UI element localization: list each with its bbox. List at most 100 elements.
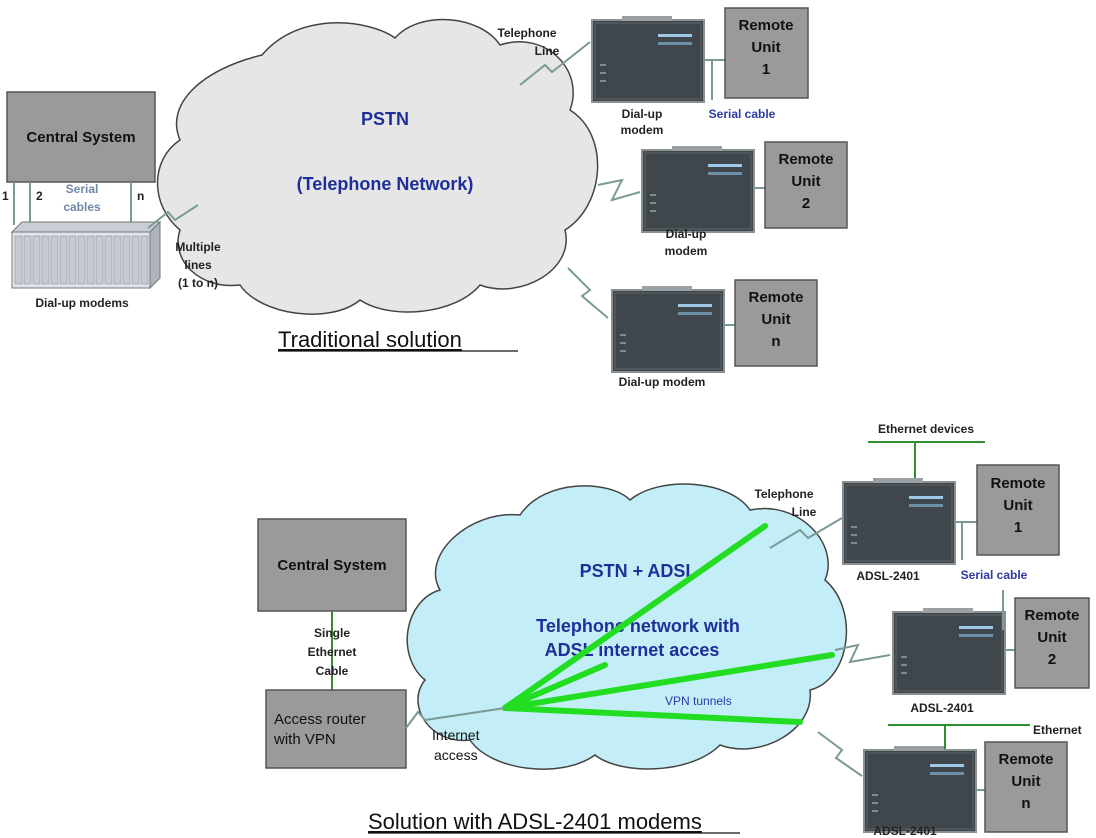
adsl-3-line xyxy=(817,731,863,777)
central-system-box-bottom xyxy=(257,518,407,612)
adsl-modem-1-label: ADSL-2401 xyxy=(856,569,920,583)
telephone-line-top xyxy=(519,41,591,86)
rack-slot xyxy=(32,235,41,285)
vpn-tunnels-label: VPN tunnels xyxy=(665,694,732,708)
remote-unit-n-top-l2: Unit xyxy=(761,311,790,328)
traditional-caption: Traditional solution xyxy=(278,327,462,352)
remote-unit-2-box-bottom xyxy=(1014,597,1090,689)
remote-unit-2-bottom-l1: Remote xyxy=(1024,607,1079,624)
rack-slot xyxy=(122,235,131,285)
serial-cable-label-top: Serial cable xyxy=(709,107,776,121)
remote-unit-2-top-l3: 2 xyxy=(802,195,810,212)
remote-unit-2-bottom-l2: Unit xyxy=(1037,629,1066,646)
central-system-label-top: Central System xyxy=(26,129,135,146)
single-ethernet-3: Cable xyxy=(316,664,349,678)
central-system-label-bottom: Central System xyxy=(277,557,386,574)
remote-unit-1-box-bottom xyxy=(976,464,1060,556)
modem-2-line xyxy=(597,178,641,202)
rack-slot xyxy=(59,235,68,285)
single-ethernet-2: Ethernet xyxy=(308,645,357,659)
pstn-title: PSTN xyxy=(361,109,409,129)
rack-slot xyxy=(140,235,149,285)
remote-unit-n-top-l3: n xyxy=(771,333,780,350)
rack-slot xyxy=(41,235,50,285)
adsl-modem-2 xyxy=(892,607,1006,695)
telephone-label-top-1: Telephone xyxy=(497,26,556,40)
multiple-lines-link xyxy=(147,204,199,229)
remote-unit-n-box-top xyxy=(734,279,818,367)
dialup-modem-2 xyxy=(641,145,755,233)
adsl-cloud-line1: Telephone network with xyxy=(536,616,740,636)
dialup-modem-3-label: Dial-up modem xyxy=(619,375,706,389)
central-system-box-top xyxy=(6,91,156,183)
internet-access-1: Internet xyxy=(432,727,480,743)
dialup-modem-2-label-1: Dial-up xyxy=(666,227,707,241)
remote-unit-n-bottom-l3: n xyxy=(1021,795,1030,812)
adsl-cloud-title: PSTN + ADSL xyxy=(580,561,697,581)
remote-unit-n-bottom-l2: Unit xyxy=(1011,773,1040,790)
adsl-modem-3 xyxy=(863,745,977,833)
rack-slot xyxy=(104,235,113,285)
remote-unit-2-top-l2: Unit xyxy=(791,173,820,190)
ethernet-label: Ethernet xyxy=(1033,723,1082,737)
rack-slot xyxy=(131,235,140,285)
dialup-modem-1-label-2: modem xyxy=(621,123,664,137)
internet-access-2: access xyxy=(434,747,478,763)
remote-unit-1-bottom-l1: Remote xyxy=(990,475,1045,492)
remote-unit-2-bottom-l3: 2 xyxy=(1048,651,1056,668)
remote-unit-n-bottom-l1: Remote xyxy=(998,751,1053,768)
telephone-line-bottom xyxy=(769,517,843,549)
multiple-lines-3: (1 to n) xyxy=(178,276,218,290)
telephone-label-top-2: Line xyxy=(535,44,560,58)
telephone-label-bottom-2: Line xyxy=(792,505,817,519)
rack-slot xyxy=(68,235,77,285)
adsl-cloud-line2: ADSL internet acces xyxy=(545,640,720,660)
remote-unit-n-box-bottom xyxy=(984,741,1068,833)
modem-rack-slots xyxy=(14,235,149,285)
adsl-2-line xyxy=(834,643,891,664)
internet-access-link xyxy=(405,707,506,729)
multiple-lines-1: Multiple xyxy=(175,240,221,254)
rack-slot xyxy=(14,235,23,285)
dialup-modem-2-label-2: modem xyxy=(665,244,708,258)
remote-unit-n-top-l1: Remote xyxy=(748,289,803,306)
serial-cable-label-bottom: Serial cable xyxy=(961,568,1028,582)
adsl-modem-2-label: ADSL-2401 xyxy=(910,701,974,715)
remote-unit-2-top-l1: Remote xyxy=(778,151,833,168)
access-router-l2: with VPN xyxy=(273,731,336,748)
remote-unit-1-bottom-l3: 1 xyxy=(1014,519,1022,536)
remote-unit-1-top-l1: Remote xyxy=(738,17,793,34)
pstn-cloud xyxy=(156,18,599,315)
serial-cables-label-2: cables xyxy=(63,200,101,214)
adsl-modem-3-label: ADSL-2401 xyxy=(873,824,937,838)
access-router-l1: Access router xyxy=(274,711,366,728)
dialup-modem-1 xyxy=(591,15,705,103)
rack-slot xyxy=(95,235,104,285)
remote-unit-1-box-top xyxy=(724,7,809,99)
dialup-modems-label: Dial-up modems xyxy=(35,296,129,310)
port-2: 2 xyxy=(36,189,43,203)
remote-unit-1-top-l3: 1 xyxy=(762,61,770,78)
rack-slot xyxy=(50,235,59,285)
port-n: n xyxy=(137,189,144,203)
pstn-subtitle: (Telephone Network) xyxy=(297,174,474,194)
single-ethernet-1: Single xyxy=(314,626,350,640)
dialup-modem-3 xyxy=(611,285,725,373)
rack-slot xyxy=(23,235,32,285)
dialup-modem-1-label-1: Dial-up xyxy=(622,107,663,121)
remote-unit-2-box-top xyxy=(764,141,848,229)
remote-unit-1-top-l2: Unit xyxy=(751,39,780,56)
remote-unit-1-bottom-l2: Unit xyxy=(1003,497,1032,514)
adsl-caption: Solution with ADSL-2401 modems xyxy=(368,809,702,834)
telephone-label-bottom-1: Telephone xyxy=(754,487,813,501)
port-1: 1 xyxy=(2,189,9,203)
rack-slot xyxy=(86,235,95,285)
ethernet-devices-label: Ethernet devices xyxy=(878,422,974,436)
vpn-tunnels xyxy=(502,523,835,725)
adsl-modem-1 xyxy=(842,477,956,565)
rack-slot xyxy=(113,235,122,285)
multiple-lines-2: lines xyxy=(184,258,212,272)
modem-3-line xyxy=(567,267,609,319)
access-router-box xyxy=(265,689,407,769)
